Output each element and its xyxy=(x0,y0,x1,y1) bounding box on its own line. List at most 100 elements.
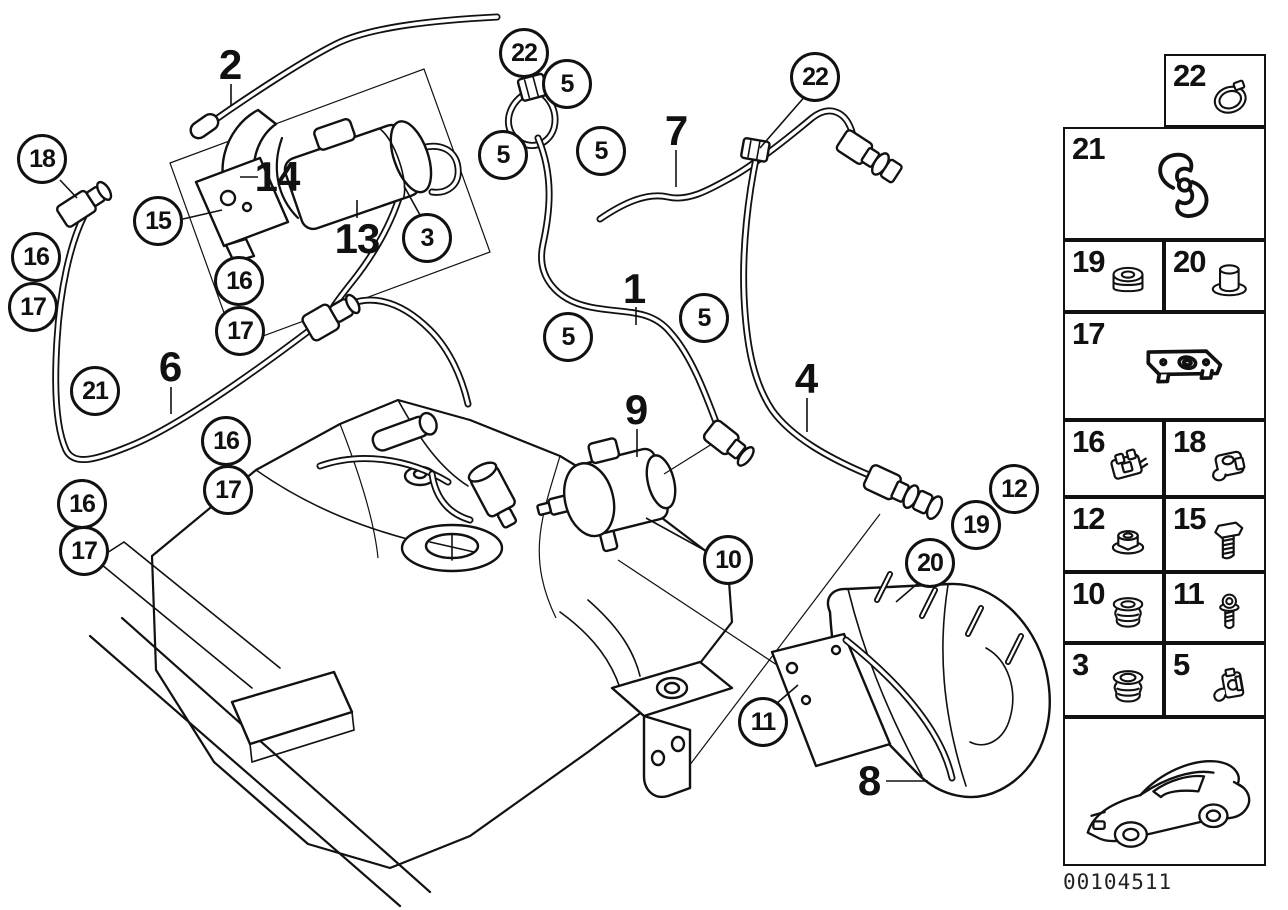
part-label-9[interactable]: 9 xyxy=(624,386,648,433)
hex-bolt-icon xyxy=(1197,514,1262,568)
legend-cell-15[interactable]: 15 xyxy=(1164,497,1266,572)
legend-cell-18[interactable]: 18 xyxy=(1164,420,1266,497)
legend-cell-number: 16 xyxy=(1072,424,1105,459)
callout-11[interactable]: 11 xyxy=(738,697,788,747)
holder-clip-icon xyxy=(1111,138,1258,234)
grommet-icon xyxy=(1112,597,1144,628)
callout-5[interactable]: 5 xyxy=(542,59,592,109)
callout-18[interactable]: 18 xyxy=(17,134,67,184)
callout-5[interactable]: 5 xyxy=(478,130,528,180)
grommet2-icon xyxy=(1096,660,1160,713)
legend-cell-number: 17 xyxy=(1072,316,1105,351)
part-label-4[interactable]: 4 xyxy=(794,355,818,402)
line-clip-icon xyxy=(1110,448,1149,480)
car-icon xyxy=(1070,722,1263,863)
callout-22[interactable]: 22 xyxy=(790,52,840,102)
part-label-6[interactable]: 6 xyxy=(158,343,182,390)
fuel-filter xyxy=(283,117,433,231)
callout-3[interactable]: 3 xyxy=(402,213,452,263)
part-label-13[interactable]: 13 xyxy=(334,215,381,262)
legend-cell-10[interactable]: 10 xyxy=(1063,572,1164,643)
legend-cell-number: 22 xyxy=(1173,58,1206,93)
legend-cell-number: 15 xyxy=(1173,501,1206,536)
legend-cell-number: 10 xyxy=(1072,576,1105,611)
legend-cell-number: 18 xyxy=(1173,424,1206,459)
grommet-icon xyxy=(1112,669,1144,703)
callout-22[interactable]: 22 xyxy=(499,28,549,78)
flange-nut-icon xyxy=(1096,514,1160,568)
callout-15[interactable]: 15 xyxy=(133,196,183,246)
legend-cell-5[interactable]: 5 xyxy=(1164,643,1266,717)
part-label-14[interactable]: 14 xyxy=(254,153,301,200)
callout-17[interactable]: 17 xyxy=(59,526,109,576)
hose-connector xyxy=(862,464,944,520)
legend-cell-number: 3 xyxy=(1072,647,1089,682)
rubber-ring-icon xyxy=(1112,267,1144,293)
legend-cell-17[interactable]: 17 xyxy=(1063,312,1266,420)
callout-5[interactable]: 5 xyxy=(679,293,729,343)
guide-parallelogram xyxy=(169,68,491,347)
callout-21[interactable]: 21 xyxy=(70,366,120,416)
rubber-ring-icon xyxy=(1096,256,1160,308)
clip-5-icon xyxy=(1197,660,1262,713)
figure-code: 00104511 xyxy=(1063,870,1173,894)
legend-cell-number: 21 xyxy=(1072,131,1105,166)
legend-cell-3[interactable]: 3 xyxy=(1063,643,1164,717)
hose-clamp-fitting xyxy=(740,137,771,163)
part-label-2[interactable]: 2 xyxy=(218,41,242,88)
leader-line xyxy=(59,179,78,199)
legend-cell-19[interactable]: 19 xyxy=(1063,240,1164,312)
sleeve-icon xyxy=(1197,256,1262,308)
chassis-bracket xyxy=(559,599,734,799)
callout-16[interactable]: 16 xyxy=(57,479,107,529)
callout-16[interactable]: 16 xyxy=(201,416,251,466)
tank-top-cylinder xyxy=(371,411,438,452)
legend-cell-16[interactable]: 16 xyxy=(1063,420,1164,497)
holder-clip-icon xyxy=(1158,152,1209,219)
callout-19[interactable]: 19 xyxy=(951,500,1001,550)
callout-16[interactable]: 16 xyxy=(214,256,264,306)
clip-icon xyxy=(1213,667,1245,702)
legend-cell-12[interactable]: 12 xyxy=(1063,497,1164,572)
inline-coupling xyxy=(301,293,361,342)
car-silhouette-icon xyxy=(1086,760,1251,849)
grommet-icon xyxy=(1096,588,1160,639)
bracket-icon xyxy=(1111,322,1258,414)
clamp-block-icon xyxy=(1197,438,1262,493)
tank-strap-pad xyxy=(230,670,354,746)
pump-flange xyxy=(400,523,504,573)
legend-cell-20[interactable]: 20 xyxy=(1164,240,1266,312)
line-clip-icon xyxy=(1096,438,1160,493)
leader-line xyxy=(645,517,707,552)
fuel-lines xyxy=(52,13,888,488)
leader-line xyxy=(403,185,421,216)
legend-cell-number: 5 xyxy=(1173,647,1190,682)
callout-16[interactable]: 16 xyxy=(11,232,61,282)
sleeve-icon xyxy=(1212,264,1248,297)
callout-17[interactable]: 17 xyxy=(8,282,58,332)
legend-cell-11[interactable]: 11 xyxy=(1164,572,1266,643)
callout-12[interactable]: 12 xyxy=(989,464,1039,514)
legend-cell-21[interactable]: 21 xyxy=(1063,127,1266,240)
hose-clamp-icon xyxy=(1197,71,1262,123)
legend-cell-22[interactable]: 22 xyxy=(1164,54,1266,127)
leader-line xyxy=(895,583,918,603)
fuel-sender-unit xyxy=(467,461,518,529)
legend-car-thumbnail[interactable] xyxy=(1063,717,1266,866)
hose-connector xyxy=(835,129,903,184)
leader-line xyxy=(759,93,808,149)
callout-10[interactable]: 10 xyxy=(703,535,753,585)
callout-17[interactable]: 17 xyxy=(203,465,253,515)
legend-cell-number: 11 xyxy=(1173,576,1205,611)
callout-5[interactable]: 5 xyxy=(543,312,593,362)
callout-20[interactable]: 20 xyxy=(905,538,955,588)
callout-17[interactable]: 17 xyxy=(215,306,265,356)
subframe-lines xyxy=(95,541,281,689)
leader-line xyxy=(182,209,223,220)
callout-5[interactable]: 5 xyxy=(576,126,626,176)
part-label-7[interactable]: 7 xyxy=(664,107,688,154)
part-label-8[interactable]: 8 xyxy=(857,757,881,804)
part-label-1[interactable]: 1 xyxy=(622,265,646,312)
legend-cell-number: 20 xyxy=(1173,244,1206,279)
